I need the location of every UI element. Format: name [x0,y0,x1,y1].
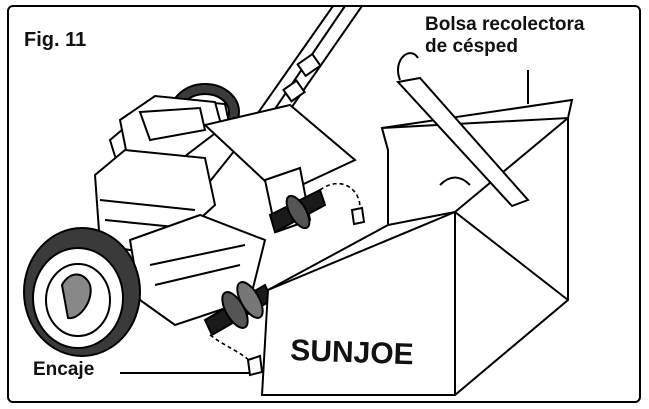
attachment-guides [209,182,361,371]
grass-bag-callout-line2: de césped [425,35,518,57]
roller-upper [268,188,327,234]
grass-bag-callout-line1: Bolsa recolectora [425,14,585,35]
hook-callout: Encaje [33,359,95,380]
figure-label: Fig. 11 [24,29,87,51]
grass-bag-callout: Bolsa recolectora de césped [425,15,584,57]
attachment-hooks [246,206,366,377]
bag-handle [396,52,530,208]
grass-bag [260,98,574,396]
brand-wordmark: SUNJOE [290,334,414,371]
front-wheel [23,227,141,357]
leader-lines [120,70,529,374]
roller-lower [203,281,274,337]
